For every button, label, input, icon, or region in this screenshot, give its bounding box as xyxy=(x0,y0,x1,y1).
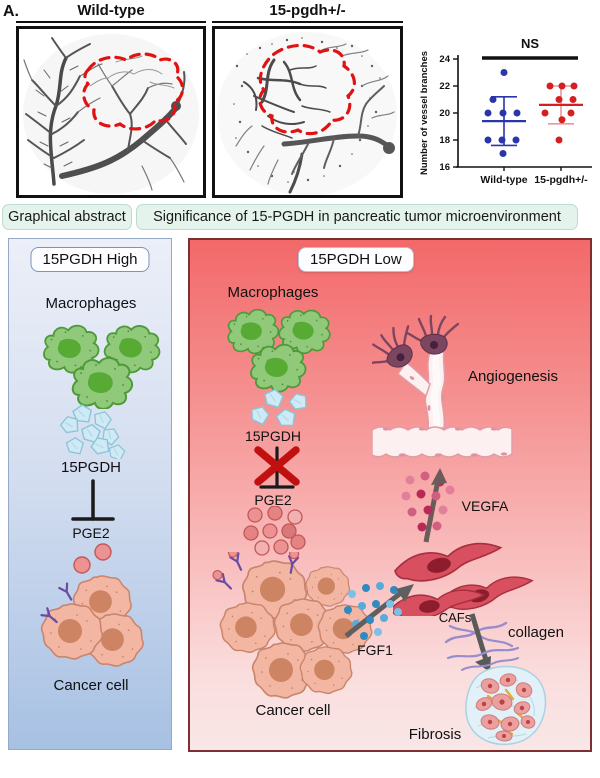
pgdh-image-block: 15-pgdh+/- xyxy=(212,2,403,198)
label-macrophages: Macrophages xyxy=(227,284,319,301)
pge2-molecules-illustration xyxy=(243,506,306,556)
label-fibrosis: Fibrosis xyxy=(408,726,462,743)
label-cafs: CAFs xyxy=(438,610,472,625)
label-collagen: collagen xyxy=(508,624,564,641)
wild-type-angiogram-image xyxy=(16,26,206,198)
label-cancer-cell: Cancer cell xyxy=(255,702,331,719)
vegfa-signal-illustration xyxy=(401,468,455,543)
label-pge2: PGE2 xyxy=(72,525,110,541)
svg-text:16: 16 xyxy=(439,162,450,173)
svg-text:NS: NS xyxy=(521,36,539,51)
svg-text:22: 22 xyxy=(439,81,450,92)
blocked-inhibition-icon xyxy=(254,446,300,489)
label-vegfa: VEGFA xyxy=(461,498,509,514)
fgf1-signal-illustration xyxy=(344,582,414,640)
label-fgf1: FGF1 xyxy=(357,642,393,658)
svg-text:Number of vessel branches: Number of vessel branches xyxy=(419,51,430,175)
wild-type-image-block: Wild-type xyxy=(16,2,206,198)
macrophage-cluster-illustration xyxy=(43,321,163,409)
svg-text:20: 20 xyxy=(439,108,450,119)
red-x-icon xyxy=(254,446,300,486)
pgdh-low-chip: 15PGDH Low xyxy=(298,247,414,272)
significance-title-chip: Significance of 15-PGDH in pancreatic tu… xyxy=(136,204,578,230)
wild-type-title: Wild-type xyxy=(16,2,206,23)
svg-text:18: 18 xyxy=(439,135,450,146)
label-pge2: PGE2 xyxy=(254,492,292,508)
pgdh-enzyme-crystals-illustration xyxy=(58,404,127,459)
panel-a: A. Wild-type xyxy=(0,0,600,200)
pgdh-high-chip: 15PGDH High xyxy=(30,247,150,272)
pgdh-title: 15-pgdh+/- xyxy=(212,2,403,23)
pgdh-high-panel: 15PGDH High Macrophages 15PGDH PGE2 xyxy=(8,238,172,750)
label-15pgdh: 15PGDH xyxy=(244,428,302,444)
label-15pgdh: 15PGDH xyxy=(60,459,122,476)
panel-a-label: A. xyxy=(3,3,19,20)
svg-text:24: 24 xyxy=(439,54,450,65)
label-macrophages: Macrophages xyxy=(45,295,137,312)
macrophage-cluster-illustration xyxy=(225,306,333,393)
graphical-abstract-chip: Graphical abstract xyxy=(2,204,132,230)
pge2-molecules-illustration xyxy=(73,543,112,574)
pgdh-low-panel: 15PGDH Low Macrophages 15PGDH PGE2 xyxy=(188,238,592,752)
fibrosis-illustration xyxy=(465,665,547,746)
inhibition-tbar-icon xyxy=(71,479,115,521)
cancer-cell-cluster-illustration xyxy=(40,575,144,667)
label-angiogenesis: Angiogenesis xyxy=(467,368,559,385)
label-cancer-cell: Cancer cell xyxy=(53,677,129,694)
collagen-fibers-illustration xyxy=(444,613,520,672)
angiogenesis-vessel-illustration xyxy=(372,314,513,458)
vessel-branches-chart: 16 18 20 22 24 Number of vessel branchesWild-… xyxy=(419,36,592,186)
tumor-region-outline xyxy=(82,52,185,131)
pgdh-angiogram-image xyxy=(212,26,403,198)
svg-text:Wild-type: Wild-type xyxy=(480,174,527,186)
pgdh-enzyme-crystals-illustration xyxy=(248,388,309,428)
svg-text:15-pgdh+/-: 15-pgdh+/- xyxy=(534,174,588,186)
